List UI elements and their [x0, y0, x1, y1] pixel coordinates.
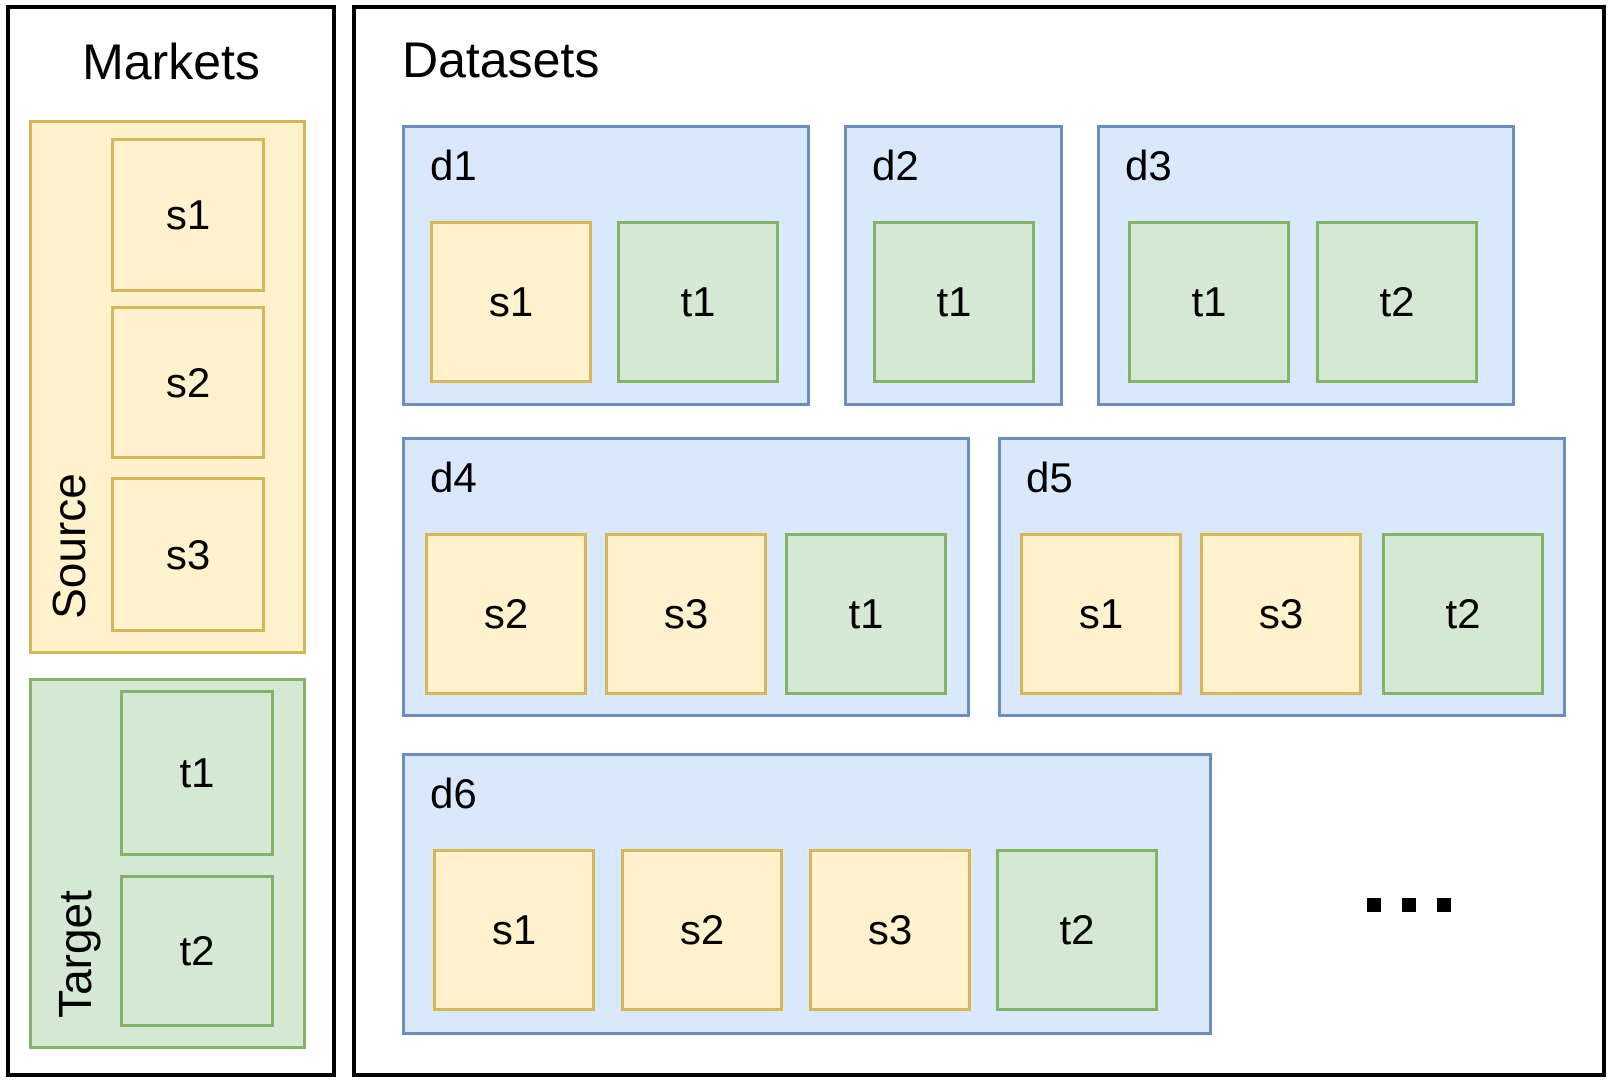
ellipsis-dot: [1367, 898, 1381, 912]
dataset-d4-label: d4: [430, 454, 477, 501]
market-box-s2: s2: [111, 306, 265, 459]
dataset-d5-member-t2: t2: [1382, 533, 1544, 695]
dataset-d5-label: d5: [1026, 454, 1073, 501]
dataset-d6-member-s2: s2: [621, 849, 783, 1011]
dataset-d4-member-t1: t1: [785, 533, 947, 695]
dataset-d2-label: d2: [872, 142, 919, 189]
dataset-d6-member-s1: s1: [433, 849, 595, 1011]
source-markets-group: Source s1 s2 s3: [29, 120, 306, 654]
dataset-d1-member-t1: t1: [617, 221, 779, 383]
datasets-panel: Datasets d1 s1 t1 d2 t1 d3 t1 t2 d4 s2 s…: [352, 5, 1606, 1077]
dataset-d3-label: d3: [1125, 142, 1172, 189]
market-box-s1: s1: [111, 138, 265, 292]
dataset-d4-member-s3: s3: [605, 533, 767, 695]
dataset-d2-member-t1: t1: [873, 221, 1035, 383]
ellipsis-dot: [1437, 898, 1451, 912]
dataset-d4-member-s2: s2: [425, 533, 587, 695]
dataset-d2: d2 t1: [844, 125, 1063, 406]
ellipsis-dot: [1402, 898, 1416, 912]
dataset-d5-member-s1: s1: [1020, 533, 1182, 695]
market-box-t1: t1: [120, 690, 274, 856]
target-group-label: Target: [49, 890, 101, 1018]
dataset-d3-member-t2: t2: [1316, 221, 1478, 383]
dataset-d6-member-s3: s3: [809, 849, 971, 1011]
market-box-s3: s3: [111, 477, 265, 632]
market-box-t2: t2: [120, 875, 274, 1027]
dataset-d1-label: d1: [430, 142, 477, 189]
dataset-d5: d5 s1 s3 t2: [998, 437, 1566, 717]
markets-panel-title: Markets: [82, 34, 260, 90]
dataset-d6: d6 s1 s2 s3 t2: [402, 753, 1212, 1035]
dataset-d3-member-t1: t1: [1128, 221, 1290, 383]
markets-panel: Markets Source s1 s2 s3 Target t1 t2: [6, 5, 336, 1077]
dataset-d1: d1 s1 t1: [402, 125, 810, 406]
target-markets-group: Target t1 t2: [29, 678, 306, 1049]
more-datasets-ellipsis: [1367, 898, 1451, 912]
dataset-d6-member-t2: t2: [996, 849, 1158, 1011]
dataset-d3: d3 t1 t2: [1097, 125, 1515, 406]
dataset-d4: d4 s2 s3 t1: [402, 437, 970, 717]
datasets-panel-title: Datasets: [402, 32, 600, 88]
dataset-d5-member-s3: s3: [1200, 533, 1362, 695]
source-group-label: Source: [43, 473, 95, 619]
dataset-d1-member-s1: s1: [430, 221, 592, 383]
dataset-d6-label: d6: [430, 770, 477, 817]
